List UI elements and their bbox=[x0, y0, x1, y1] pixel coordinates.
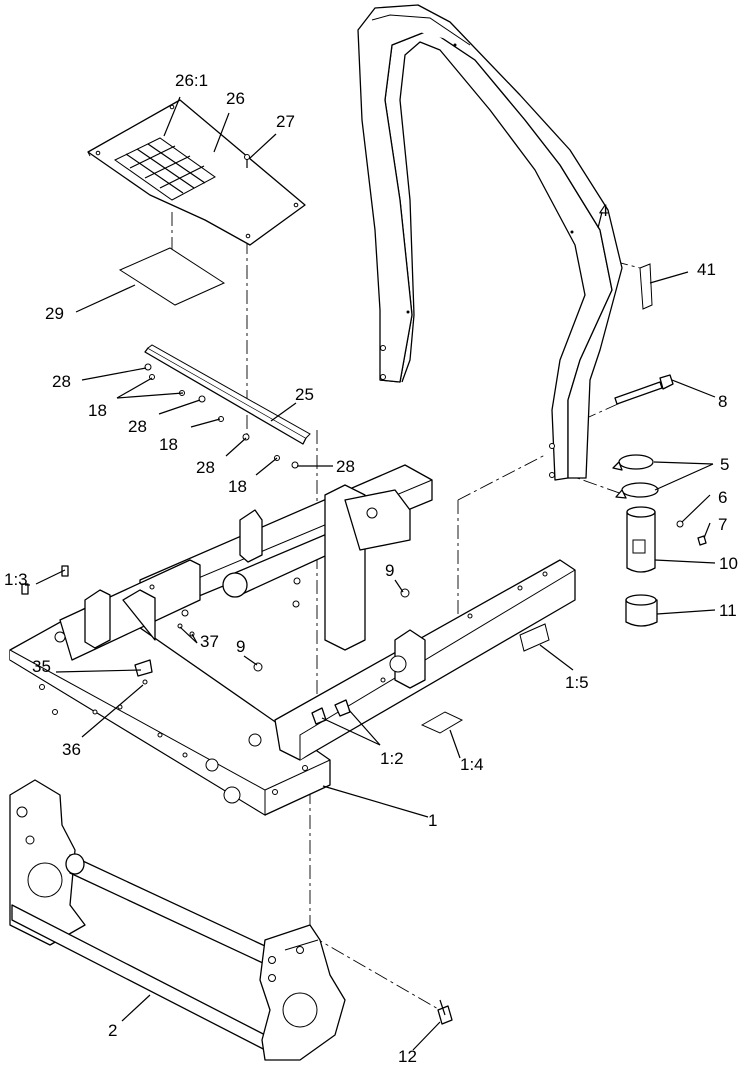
part-main-frame bbox=[9, 464, 576, 816]
callout-18-a: 18 bbox=[88, 401, 107, 420]
part-decal-1-5 bbox=[519, 623, 550, 652]
leader-lines bbox=[25, 96, 716, 1051]
callout-1: 1 bbox=[428, 811, 437, 830]
part-screw-27 bbox=[244, 154, 250, 168]
callout-36: 36 bbox=[62, 740, 81, 759]
callout-7: 7 bbox=[718, 515, 727, 534]
callout-8: 8 bbox=[718, 392, 727, 411]
callout-9-a: 9 bbox=[385, 561, 394, 580]
part-lower-frame bbox=[9, 779, 346, 1061]
callout-28-a: 28 bbox=[52, 372, 71, 391]
callout-2: 2 bbox=[108, 1021, 117, 1040]
callout-9-b: 9 bbox=[236, 637, 245, 656]
part-bracket-25 bbox=[144, 344, 311, 445]
callout-29: 29 bbox=[45, 304, 64, 323]
callout-35: 35 bbox=[32, 657, 51, 676]
callout-18-b: 18 bbox=[159, 435, 178, 454]
part-cap-11 bbox=[625, 594, 658, 627]
part-decal-41 bbox=[639, 263, 653, 310]
callout-5: 5 bbox=[720, 455, 729, 474]
callout-10: 10 bbox=[719, 554, 738, 573]
callout-27: 27 bbox=[276, 112, 295, 131]
callout-12: 12 bbox=[398, 1047, 417, 1066]
part-bolt-12 bbox=[437, 999, 453, 1025]
callout-28-c: 28 bbox=[196, 458, 215, 477]
callout-26-1: 26:1 bbox=[175, 71, 208, 90]
callout-1-3: 1:3 bbox=[4, 570, 28, 589]
callout-26: 26 bbox=[226, 89, 245, 108]
callout-6: 6 bbox=[718, 488, 727, 507]
callout-1-2: 1:2 bbox=[380, 749, 404, 768]
callout-41: 41 bbox=[697, 260, 716, 279]
part-washer-6 bbox=[676, 520, 684, 528]
callout-1-5: 1:5 bbox=[565, 673, 589, 692]
vent-grille bbox=[114, 137, 216, 201]
part-clamps-5 bbox=[612, 454, 659, 499]
callout-18-c: 18 bbox=[228, 477, 247, 496]
callout-labels: 26:1 26 27 29 28 18 28 25 18 28 18 28 4 … bbox=[4, 71, 738, 1066]
callout-25: 25 bbox=[295, 385, 314, 404]
part-cover-plate bbox=[87, 99, 306, 246]
callout-28-b: 28 bbox=[128, 417, 147, 436]
part-decal-1-4 bbox=[420, 711, 464, 734]
part-roll-bar bbox=[357, 4, 623, 481]
callout-4: 4 bbox=[599, 201, 608, 220]
callout-11: 11 bbox=[719, 601, 737, 620]
callout-28-d: 28 bbox=[336, 457, 355, 476]
part-pin-7 bbox=[697, 535, 707, 546]
callout-37: 37 bbox=[200, 632, 219, 651]
part-bolt-8 bbox=[614, 374, 674, 405]
part-sleeve-10 bbox=[626, 506, 656, 573]
callout-1-4: 1:4 bbox=[460, 755, 484, 774]
part-decal-29 bbox=[118, 247, 226, 306]
